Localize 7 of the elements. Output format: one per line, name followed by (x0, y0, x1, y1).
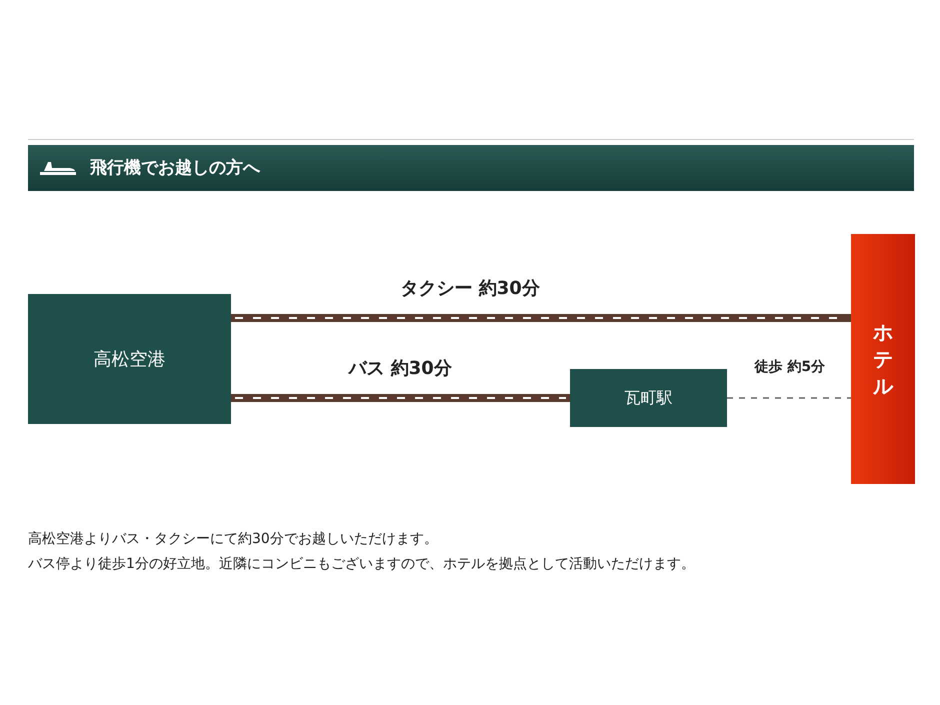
hotel-box: ホテル (851, 234, 915, 484)
note-text: 高松空港よりバス・タクシーにて約30分でお越しいただけます。 (28, 530, 438, 548)
station-box: 瓦町駅 (570, 369, 727, 427)
edge-label: バス 約30分 (346, 356, 455, 380)
title: 飛行機でお越しの方へ (90, 157, 260, 179)
place-box: 高松空港 (28, 294, 231, 424)
note-text: バス停より徒歩1分の好立地。近隣にコンビニもございますので、ホテルを拠点として活動いただけます。 (28, 555, 695, 573)
